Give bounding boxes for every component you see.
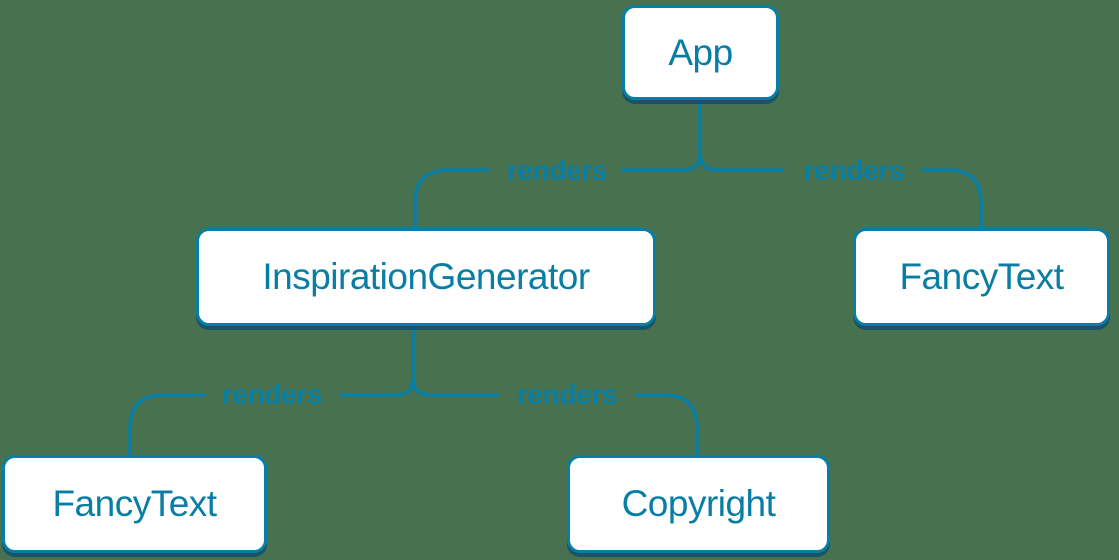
node-fancytext-bottom-left-label: FancyText [52, 483, 217, 524]
node-copyright: Copyright [567, 455, 830, 553]
node-app-label: App [668, 31, 733, 73]
edge-app-fancytext-line-b [921, 168, 983, 228]
edge-label-ig-copyright: renders [516, 379, 618, 410]
node-fancytext-top-right-label: FancyText [899, 256, 1064, 297]
node-inspiration-generator: InspirationGenerator [196, 228, 656, 326]
edge-label-app-inspirationgenerator: renders [506, 155, 608, 186]
edge-label-app-fancytext: renders [803, 155, 905, 186]
node-copyright-label: Copyright [621, 483, 776, 524]
edge-label-ig-fancytext: renders [221, 379, 323, 410]
node-fancytext-bottom-left: FancyText [2, 455, 267, 553]
edge-ig-fork-line [395, 377, 431, 397]
node-inspiration-generator-label: InspirationGenerator [262, 256, 590, 297]
edge-app-fork-line [682, 152, 718, 172]
node-app: App [622, 5, 779, 100]
edge-ig-copyright-line-b [636, 393, 699, 455]
edge-ig-fancytext-line-b [128, 393, 206, 455]
node-fancytext-top-right: FancyText [853, 228, 1110, 326]
edge-app-inspirationgenerator-line-b [413, 168, 489, 228]
